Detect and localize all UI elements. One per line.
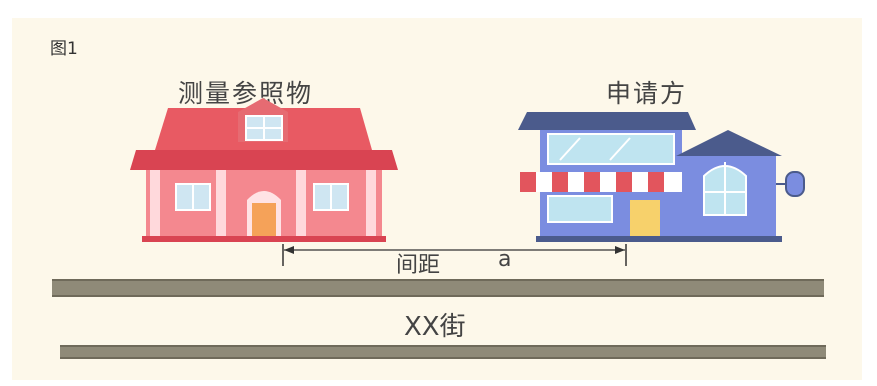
applicant-label: 申请方 xyxy=(606,79,688,108)
figure-label: 图1 xyxy=(50,39,78,59)
reference-house-icon xyxy=(130,98,398,242)
distance-label: 间距 xyxy=(396,253,441,278)
street-bottom-edge xyxy=(60,345,826,359)
reference-label: 测量参照物 xyxy=(178,79,314,108)
street-name: XX街 xyxy=(404,312,466,342)
distance-dimension xyxy=(282,244,627,266)
street-top-edge xyxy=(52,279,824,297)
applicant-shop-icon xyxy=(518,112,805,242)
distance-variable: a xyxy=(498,247,512,272)
